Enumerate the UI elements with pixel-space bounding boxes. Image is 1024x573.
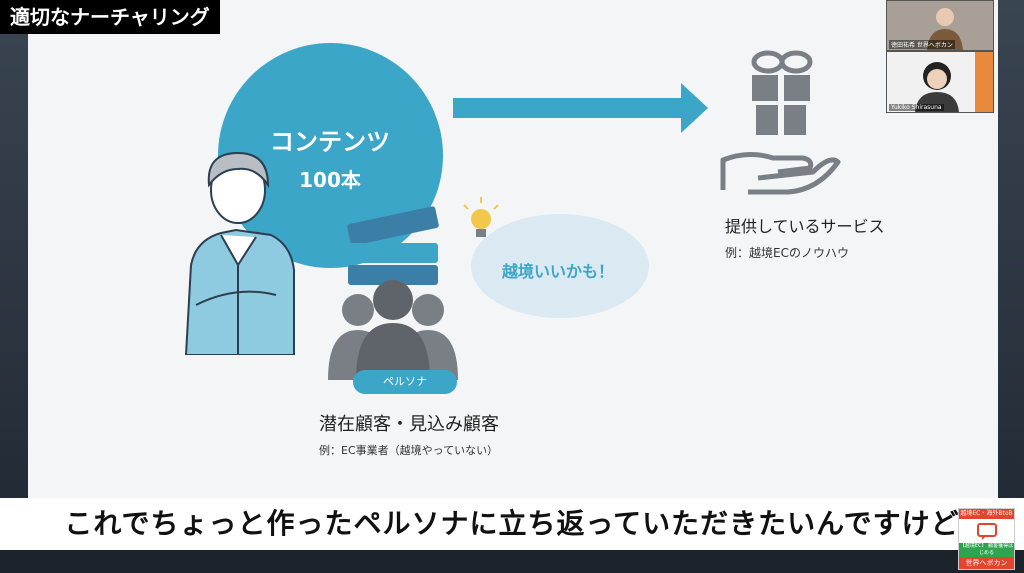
participant-name: Yukiko Shirasuna: [889, 104, 944, 111]
subtitle-caption: これでちょっと作ったペルソナに立ち返っていただきたいんですけど: [0, 498, 1024, 550]
service-title: 提供しているサービス: [725, 217, 885, 236]
logo-mid-text: 【越境EC】 顧客獲得はじめる: [959, 543, 1014, 557]
circle-title: コンテンツ: [270, 128, 390, 156]
channel-logo: 越境EC・海外BtoB 【越境EC】 顧客獲得はじめる 世界へボカン: [958, 508, 1015, 570]
books-and-people-icon: [328, 206, 458, 380]
audience-title: 潜在顧客・見込み顧客: [319, 414, 499, 435]
service-example: 例：越境ECのノウハウ: [725, 246, 849, 260]
logo-top-text: 越境EC・海外BtoB: [959, 509, 1014, 519]
lightbulb-icon: [463, 197, 499, 237]
slide-title: 適切なナーチャリング: [0, 0, 220, 34]
circle-count: 100本: [299, 168, 361, 192]
participant-avatar: [887, 1, 993, 50]
audience-example: 例：EC事業者（越境やっていない）: [319, 444, 499, 457]
participant-avatar: [887, 52, 993, 112]
participant-video-1[interactable]: 徳田祐希 世界へボカン: [886, 0, 994, 51]
logo-bottom-text: 世界へボカン: [959, 557, 1014, 569]
arrow-right-icon: [453, 83, 708, 133]
person-illustration-icon: [184, 151, 295, 355]
presentation-slide: コンテンツ 100本 ペルソナ 越境いいかも！: [28, 0, 998, 498]
speech-bubble-text: 越境いいかも！: [501, 262, 614, 281]
speech-bubble: [471, 214, 649, 318]
persona-badge: ペルソナ: [353, 370, 457, 394]
gift-in-hand-icon: [720, 50, 841, 195]
participant-video-2[interactable]: Yukiko Shirasuna: [886, 51, 994, 113]
bottom-strip: [0, 550, 1024, 573]
participant-name: 徳田祐希 世界へボカン: [889, 40, 955, 49]
chat-bubble-icon: [977, 523, 997, 540]
